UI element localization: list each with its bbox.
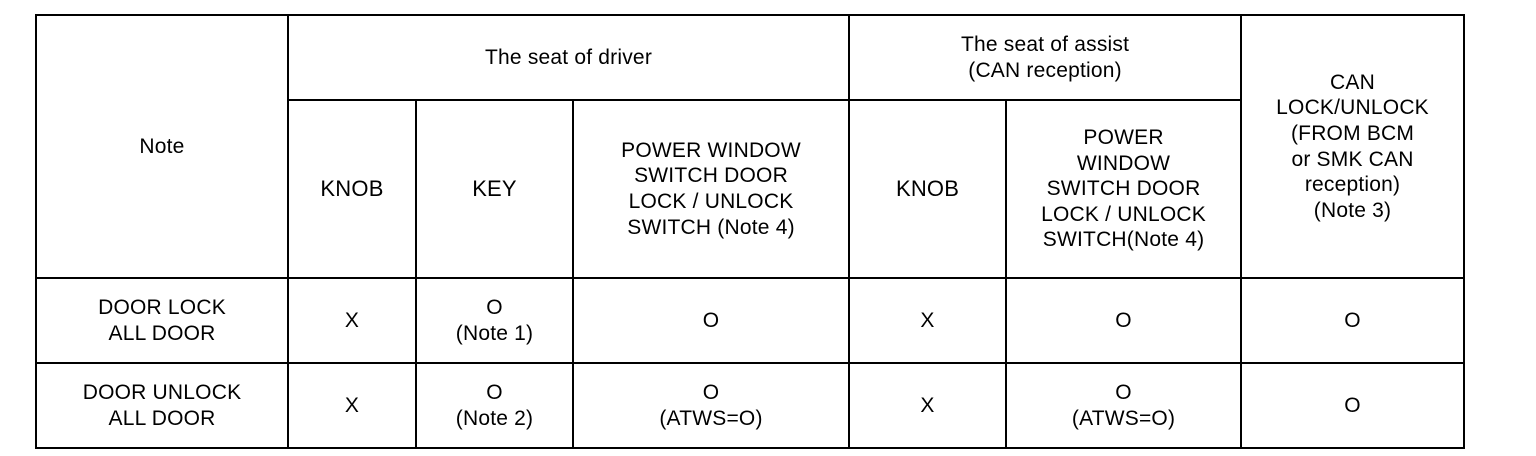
cell-driver-key-mark: O <box>486 295 503 319</box>
table-header-column-row: KNOB KEY POWER WINDOW SWITCH DOOR LOCK /… <box>36 99 1464 279</box>
header-driver-pw-line-4: SWITCH (Note 4) <box>627 215 795 239</box>
header-group-assist: The seat of assist (CAN reception) <box>848 14 1243 101</box>
header-driver-pw-line-2: SWITCH DOOR <box>634 164 788 188</box>
table-header-group-row: Note The seat of driver The seat of assi… <box>35 14 1466 279</box>
header-can-line-4: or SMK CAN <box>1291 147 1414 171</box>
header-driver-pw-line-3: LOCK / UNLOCK <box>628 190 794 213</box>
header-driver-pw-line-1: POWER WINDOW <box>621 138 801 162</box>
cell-driver-pw-switch: O <box>571 277 851 364</box>
header-driver-key: KEY <box>415 99 574 279</box>
cell-driver-key: O (Note 1) <box>415 277 574 364</box>
cell-can-lock-unlock: O <box>1240 277 1466 364</box>
row-label-door-unlock: DOOR UNLOCK ALL DOOR <box>35 362 289 449</box>
header-note: Note <box>35 14 289 279</box>
cell-assist-knob: X <box>848 362 1008 449</box>
header-can-line-3: (FROM BCM <box>1290 121 1415 145</box>
cell-driver-pw-mark: O <box>702 380 720 404</box>
cell-driver-key-mark: O <box>486 380 503 404</box>
header-assist-pw-line-4: LOCK / UNLOCK <box>1041 202 1206 226</box>
header-group-assist-line1: The seat of assist <box>960 32 1130 56</box>
header-can-line-6: (Note 3) <box>1313 198 1392 222</box>
header-can-line-1: CAN <box>1330 70 1375 94</box>
header-assist-pw-line-2: WINDOW <box>1076 151 1171 175</box>
header-can-line-2: LOCK/UNLOCK <box>1276 96 1429 120</box>
cell-can-lock-unlock: O <box>1240 362 1466 449</box>
cell-driver-pw-condition: (ATWS=O) <box>659 406 763 430</box>
cell-assist-knob: X <box>848 277 1008 364</box>
row-label-line-2: ALL DOOR <box>108 406 216 430</box>
cell-driver-knob: X <box>287 277 417 364</box>
cell-driver-key: O (Note 2) <box>415 362 574 449</box>
header-can-line-5: reception) <box>1304 173 1401 197</box>
row-label-line-1: DOOR UNLOCK <box>82 380 242 404</box>
cell-driver-pw-switch: O (ATWS=O) <box>571 362 851 449</box>
header-driver-power-window-switch: POWER WINDOW SWITCH DOOR LOCK / UNLOCK S… <box>571 99 851 279</box>
table-row: DOOR LOCK ALL DOOR X O (Note 1) O X O O <box>35 277 1466 364</box>
header-group-assist-line2: (CAN reception) <box>968 58 1122 82</box>
cell-driver-knob: X <box>287 362 417 449</box>
cell-driver-key-note: (Note 1) <box>455 321 534 345</box>
header-group-driver: The seat of driver <box>286 14 851 101</box>
header-assist-pw-line-5: SWITCH(Note 4) <box>1042 228 1205 252</box>
cell-driver-key-note: (Note 2) <box>455 406 534 430</box>
header-assist-pw-line-3: SWITCH DOOR <box>1046 177 1201 201</box>
header-assist-power-window-switch: POWER WINDOW SWITCH DOOR LOCK / UNLOCK S… <box>1005 99 1243 279</box>
cell-assist-pw-condition: (ATWS=O) <box>1071 406 1176 430</box>
cell-assist-pw-switch: O <box>1005 277 1243 364</box>
row-label-line-1: DOOR LOCK <box>98 295 226 319</box>
header-can-lock-unlock: CAN LOCK/UNLOCK (FROM BCM or SMK CAN rec… <box>1240 14 1466 279</box>
row-label-line-2: ALL DOOR <box>108 321 216 345</box>
header-assist-knob: KNOB <box>848 99 1008 279</box>
door-lock-unlock-spec-table: Note The seat of driver The seat of assi… <box>35 14 1466 449</box>
cell-assist-pw-mark: O <box>1115 380 1132 404</box>
header-driver-knob: KNOB <box>287 99 417 279</box>
header-assist-pw-line-1: POWER <box>1083 125 1164 149</box>
table-row: DOOR UNLOCK ALL DOOR X O (Note 2) O (ATW… <box>35 362 1466 449</box>
row-label-door-lock: DOOR LOCK ALL DOOR <box>35 277 289 364</box>
cell-assist-pw-switch: O (ATWS=O) <box>1005 362 1243 449</box>
